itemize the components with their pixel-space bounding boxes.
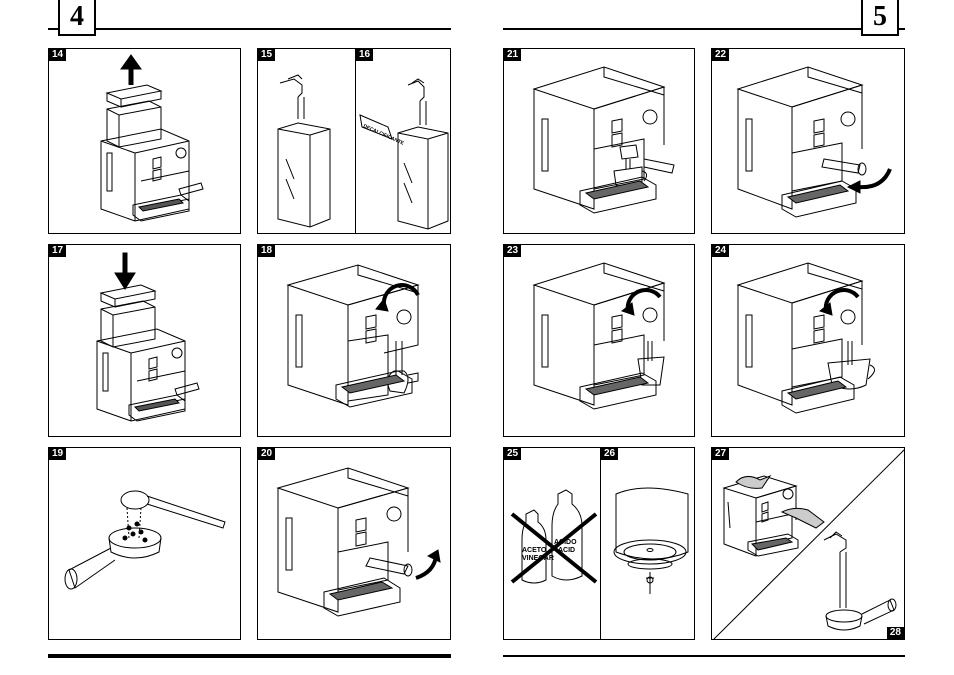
filter-scoop-illustration xyxy=(64,490,226,590)
machine-steam-jug-illustration xyxy=(736,262,875,414)
figure-14-number: 14 xyxy=(49,49,67,61)
machine-steam-froth-illustration xyxy=(286,264,420,408)
figure-21-number: 21 xyxy=(504,49,522,61)
machine-hot-water-illustration xyxy=(532,262,666,410)
machine-brew-cup-illustration xyxy=(532,66,675,214)
figure-25-26-divider xyxy=(600,448,601,639)
steam-wand-jug-illustration: DECALCIFICANTE xyxy=(277,74,449,230)
acido-label: ACIDO xyxy=(554,539,577,546)
figure-22-panel: 22 xyxy=(711,48,905,234)
bottom-rule-right xyxy=(503,655,905,657)
figure-18-number: 18 xyxy=(258,245,276,257)
figure-17-number: 17 xyxy=(49,245,67,257)
figure-25-number: 25 xyxy=(504,448,522,460)
figure-22-number: 22 xyxy=(712,49,730,61)
figure-20-number: 20 xyxy=(258,448,276,460)
figure-15-number: 15 xyxy=(258,49,276,61)
figure-25-26-panel: 25 26 ACETO VINEGAR ACIDO ACID xyxy=(503,447,695,640)
decalcifier-label: DECALCIFICANTE xyxy=(362,123,405,147)
figure-19-number: 19 xyxy=(49,448,67,460)
figure-28-number: 28 xyxy=(886,627,904,639)
page-number-right-text: 5 xyxy=(873,1,887,32)
figure-23-number: 23 xyxy=(504,245,522,257)
top-rule-right xyxy=(503,28,905,30)
figure-18-panel: 18 xyxy=(257,244,451,437)
figure-15-16-divider xyxy=(355,49,356,233)
machine-remove-filter-illustration xyxy=(736,66,892,218)
figure-24-number: 24 xyxy=(712,245,730,257)
page-number-left: 4 xyxy=(58,0,96,36)
figure-23-panel: 23 xyxy=(503,244,695,437)
figure-14-panel: 14 xyxy=(48,48,241,234)
machine-lift-tank-illustration xyxy=(100,54,204,222)
figure-17-panel: 17 xyxy=(48,244,241,437)
cleaning-illustration xyxy=(713,449,904,639)
figure-26-number: 26 xyxy=(601,448,619,460)
figure-27-28-panel: 27 28 xyxy=(711,447,905,640)
figure-19-panel: 19 xyxy=(48,447,241,640)
no-acid-shower-plate-illustration: ACETO VINEGAR ACIDO ACID xyxy=(510,487,689,594)
figure-21-panel: 21 xyxy=(503,48,695,234)
page-number-left-text: 4 xyxy=(70,1,84,32)
machine-insert-tank-illustration xyxy=(96,252,200,422)
bottom-rule-left xyxy=(48,654,451,658)
figure-24-panel: 24 xyxy=(711,244,905,437)
figure-20-panel: 20 xyxy=(257,447,451,640)
figure-16-number: 16 xyxy=(356,49,374,61)
aceto-label: ACETO xyxy=(522,547,547,554)
acid-label: ACID xyxy=(558,547,575,554)
page-number-right: 5 xyxy=(861,0,899,36)
machine-fit-filter-illustration xyxy=(276,467,441,617)
top-rule-left xyxy=(48,28,451,30)
figure-15-16-panel: 15 16 DECALCIFICANTE xyxy=(257,48,451,234)
figure-27-number: 27 xyxy=(712,448,730,460)
